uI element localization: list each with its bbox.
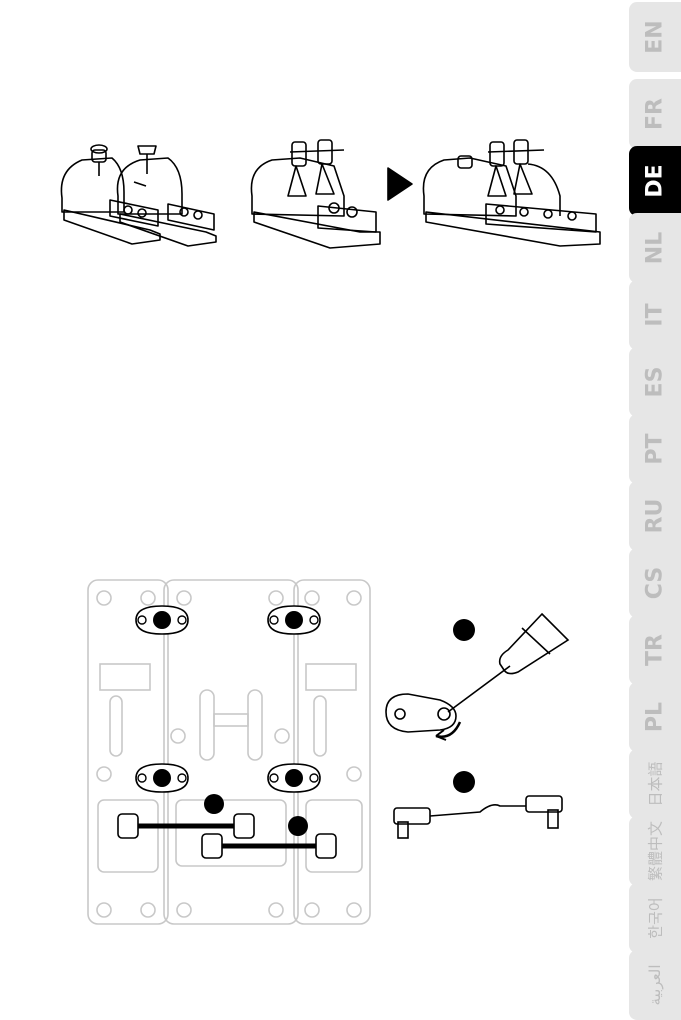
tab-ja[interactable]: 日本語 [629,749,681,819]
tab-pl[interactable]: PL [629,682,681,752]
tab-ko[interactable]: 한국어 [629,883,681,953]
tab-label: 한국어 [645,897,666,938]
cable-icon [394,796,562,838]
tab-label: NL [643,232,668,264]
tab-label: TR [643,634,668,666]
tab-ar[interactable]: العربية [629,950,681,1020]
tab-label: EN [643,20,668,53]
tab-label: RU [643,499,668,534]
tab-label: FR [643,98,668,130]
tab-nl[interactable]: NL [629,213,681,283]
tab-zh-tw[interactable]: 繁體中文 [629,816,681,886]
tab-label: CS [643,567,668,599]
language-tab-bar: EN FR DE NL IT ES PT RU CS TR PL 日本語 繁體中… [629,0,681,1020]
tab-de[interactable]: DE [629,146,681,216]
tab-label: DE [643,164,668,197]
tab-label: PL [643,702,668,732]
tab-fr[interactable]: FR [629,79,681,149]
tab-label: 日本語 [645,761,666,806]
tab-it[interactable]: IT [629,280,681,350]
tab-tr[interactable]: TR [629,615,681,685]
tab-label: العربية [646,965,664,1006]
tab-label: ES [643,367,668,398]
tab-pt[interactable]: PT [629,414,681,484]
tab-cs[interactable]: CS [629,548,681,618]
tab-ru[interactable]: RU [629,481,681,551]
tab-es[interactable]: ES [629,347,681,417]
screwdriver-icon [500,614,568,674]
tab-label: PT [643,433,668,464]
tab-en[interactable]: EN [629,2,681,72]
tab-label: 繁體中文 [645,821,666,881]
tab-label: IT [643,303,668,326]
